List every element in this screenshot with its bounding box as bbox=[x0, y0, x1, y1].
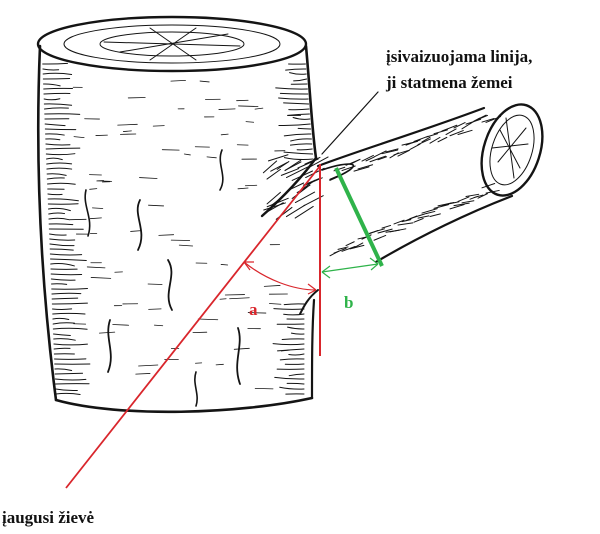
ingrown-bark-pointer-line bbox=[65, 165, 321, 489]
imaginary-line-label-line1: įsivaizuojama linija, bbox=[386, 47, 532, 66]
trunk-sketch bbox=[36, 15, 329, 414]
angle-b-arrowhead-right bbox=[369, 257, 379, 271]
angle-b-label: b bbox=[344, 293, 353, 312]
angle-b-arrowhead-left bbox=[321, 265, 331, 279]
branch-collar-line bbox=[334, 167, 384, 267]
angle-b-arc bbox=[321, 263, 379, 273]
red-annotation bbox=[65, 164, 321, 489]
angle-a-arrowhead-left bbox=[243, 261, 254, 271]
green-annotation bbox=[321, 167, 384, 279]
angle-a-arrowhead-right bbox=[307, 283, 317, 295]
angle-a-arc bbox=[243, 261, 317, 291]
branch-sketch bbox=[316, 106, 514, 264]
imaginary-line-label-line2: ji statmena žemei bbox=[385, 73, 513, 92]
ingrown-bark-label: įaugusi žievė bbox=[2, 508, 95, 527]
angle-a-label: a bbox=[249, 300, 258, 319]
imaginary-line-pointer bbox=[321, 91, 379, 155]
branch-cut-end bbox=[480, 103, 544, 197]
trunk-top-cut bbox=[36, 15, 308, 73]
